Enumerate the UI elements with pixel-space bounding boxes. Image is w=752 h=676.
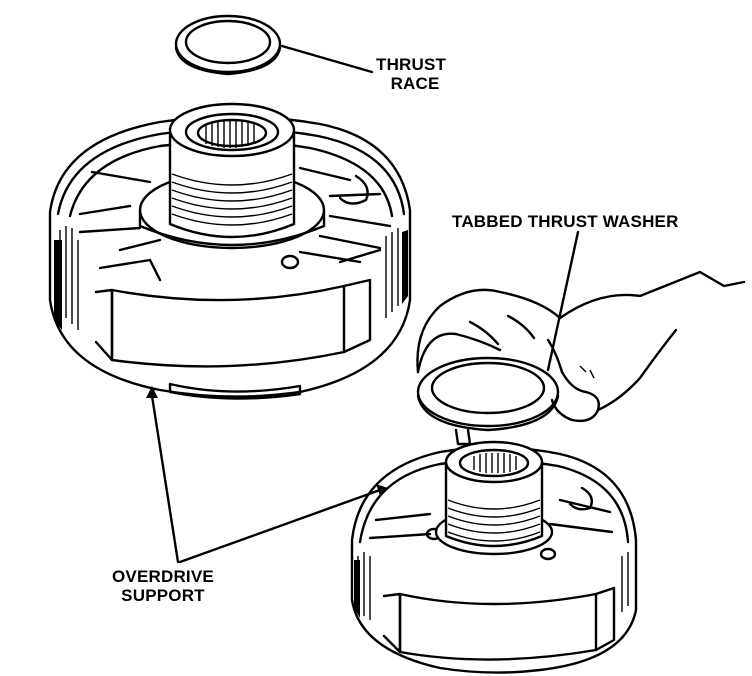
label-thrust-race: THRUST RACE (376, 55, 446, 93)
hand (416, 270, 746, 423)
label-overdrive-support: OVERDRIVE SUPPORT (112, 567, 214, 605)
label-overdrive-support-line1: OVERDRIVE (112, 567, 214, 586)
overdrive-support-lower (350, 440, 638, 674)
tabbed-thrust-washer (416, 356, 560, 446)
label-overdrive-support-line2: SUPPORT (121, 586, 205, 605)
leader-lines (146, 44, 580, 564)
thrust-race (174, 14, 282, 76)
overdrive-support-upper (48, 115, 412, 400)
upper-hub (138, 102, 326, 250)
label-tabbed-thrust-washer: TABBED THRUST WASHER (452, 212, 679, 231)
label-thrust-race-line1: THRUST (376, 55, 447, 74)
label-thrust-race-line2: RACE (390, 74, 440, 93)
